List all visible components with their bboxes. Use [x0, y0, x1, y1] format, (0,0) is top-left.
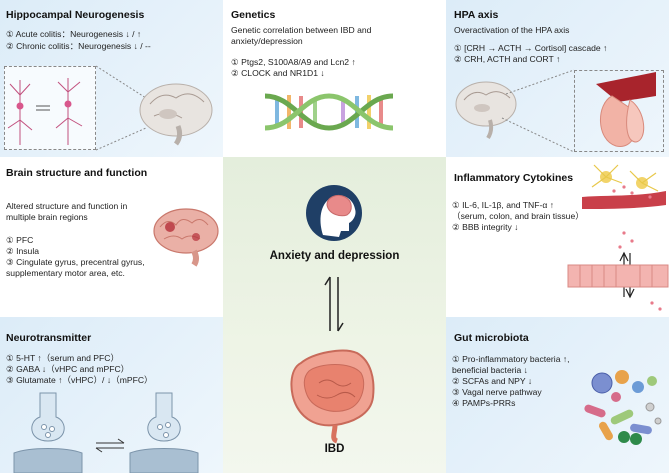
brain-sagittal-icon — [455, 81, 517, 140]
gut-line-2: beneficial bacteria ↓ — [452, 365, 528, 375]
hpa-line-2: ② CRH, ACTH and CORT ↑ — [454, 54, 561, 64]
hpa-desc: Overactivation of the HPA axis — [454, 25, 570, 35]
cytokines-illustration — [567, 164, 669, 311]
microglia-icon — [591, 164, 659, 192]
genetics-line-2: ② CLOCK and NR1D1 ↓ — [231, 68, 325, 78]
panel-inflammatory-cytokines: Inflammatory Cytokines ① IL-6, IL-1β, an… — [446, 157, 669, 317]
hpa-line-1: ① [CRH → ACTH → Cortisol] cascade ↑ — [454, 43, 608, 53]
adrenal-inset-box — [574, 70, 664, 152]
hippocampal-line-1: ① Acute colitis：Neurogenesis ↓ / ↑ — [6, 29, 142, 39]
neuron-soma-2 — [64, 100, 72, 108]
synapse-illustration — [13, 392, 199, 473]
neurotransmitter-line-1: ① 5-HT ↑（serum and PFC） — [6, 353, 120, 363]
hippocampal-title: Hippocampal Neurogenesis — [6, 9, 145, 21]
panel-brain-structure: Brain structure and function Altered str… — [0, 157, 223, 317]
head-brain-icon — [306, 185, 362, 241]
genetics-desc-1: Genetic correlation between IBD and — [231, 25, 372, 35]
brain-sagittal-icon — [139, 83, 213, 146]
hpa-title: HPA axis — [454, 9, 499, 21]
panel-neurotransmitter: Neurotransmitter ① 5-HT ↑（serum and PFC）… — [0, 317, 223, 473]
gut-line-5: ④ PAMPs-PRRs — [452, 398, 516, 408]
hippocampal-line-2: ② Chronic colitis：Neurogenesis ↓ / -- — [6, 41, 151, 51]
cytokines-line-3: ② BBB integrity ↓ — [452, 222, 519, 232]
gut-line-3: ② SCFAs and NPY ↓ — [452, 376, 533, 386]
neurotransmitter-line-3: ③ Glutamate ↑（vHPC）/ ↓（mPFC） — [6, 375, 153, 385]
panel-genetics: Genetics Genetic correlation between IBD… — [223, 0, 446, 157]
neurotransmitter-line-2: ② GABA ↓（vHPC and mPFC） — [6, 364, 130, 374]
neurotransmitter-title: Neurotransmitter — [6, 332, 92, 344]
cytokines-line-1: ① IL-6, IL-1β, and TNF-α ↑ — [452, 200, 554, 210]
cytokines-line-2: （serum, colon, and brain tissue） — [452, 211, 584, 221]
colon-epithelium-icon — [567, 264, 669, 288]
synapse-right-icon — [129, 392, 199, 473]
bacteria-illustration — [584, 370, 662, 445]
panel-hippocampal-neurogenesis: Hippocampal Neurogenesis ① Acute colitis… — [0, 0, 223, 157]
synapse-left-icon — [13, 392, 83, 473]
panel-gut-microbiota: Gut microbiota ① Pro-inflammatory bacter… — [446, 317, 669, 473]
neuron-soma-1 — [16, 102, 24, 110]
brain-line-3: ③ Cingulate gyrus, precentral gyrus, — [6, 257, 145, 267]
gut-line-1: ① Pro-inflammatory bacteria ↑, — [452, 354, 570, 364]
intestine-icon — [290, 349, 375, 444]
gut-title: Gut microbiota — [454, 332, 529, 344]
equilibrium-arrow-icon — [95, 438, 125, 453]
brain-title: Brain structure and function — [6, 167, 148, 179]
blood-vessel-icon — [582, 191, 666, 209]
bacterium-icon — [591, 372, 613, 394]
genetics-line-1: ① Ptgs2, S100A8/A9 and Lcn2 ↑ — [231, 57, 356, 67]
panel-center-gut-brain: Anxiety and depression IBD — [223, 157, 446, 473]
neuron-inset-box — [4, 66, 96, 150]
adrenal-gland-icon — [596, 72, 656, 147]
brain-line-2: ② Insula — [6, 246, 40, 256]
brain-line-1: ① PFC — [6, 235, 34, 245]
brain-lateral-icon — [153, 208, 219, 267]
brain-desc-1: Altered structure and function in — [6, 201, 128, 211]
dna-helix-icon — [264, 93, 394, 131]
brain-desc-2: multiple brain regions — [6, 212, 88, 222]
bidirectional-arrow-icon — [324, 276, 344, 332]
panel-hpa-axis: HPA axis Overactivation of the HPA axis … — [446, 0, 669, 157]
cytokines-title: Inflammatory Cytokines — [454, 172, 574, 184]
ibd-label: IBD — [324, 443, 345, 455]
genetics-title: Genetics — [231, 9, 276, 21]
hpa-illustration — [455, 69, 656, 153]
brain-line-4: supplementary motor area, etc. — [6, 268, 125, 278]
gut-line-4: ③ Vagal nerve pathway — [452, 387, 542, 397]
neurogenesis-illustration — [7, 65, 213, 151]
center-illustration — [290, 185, 375, 444]
anxiety-depression-label: Anxiety and depression — [269, 250, 400, 262]
genetics-desc-2: anxiety/depression — [231, 36, 303, 46]
